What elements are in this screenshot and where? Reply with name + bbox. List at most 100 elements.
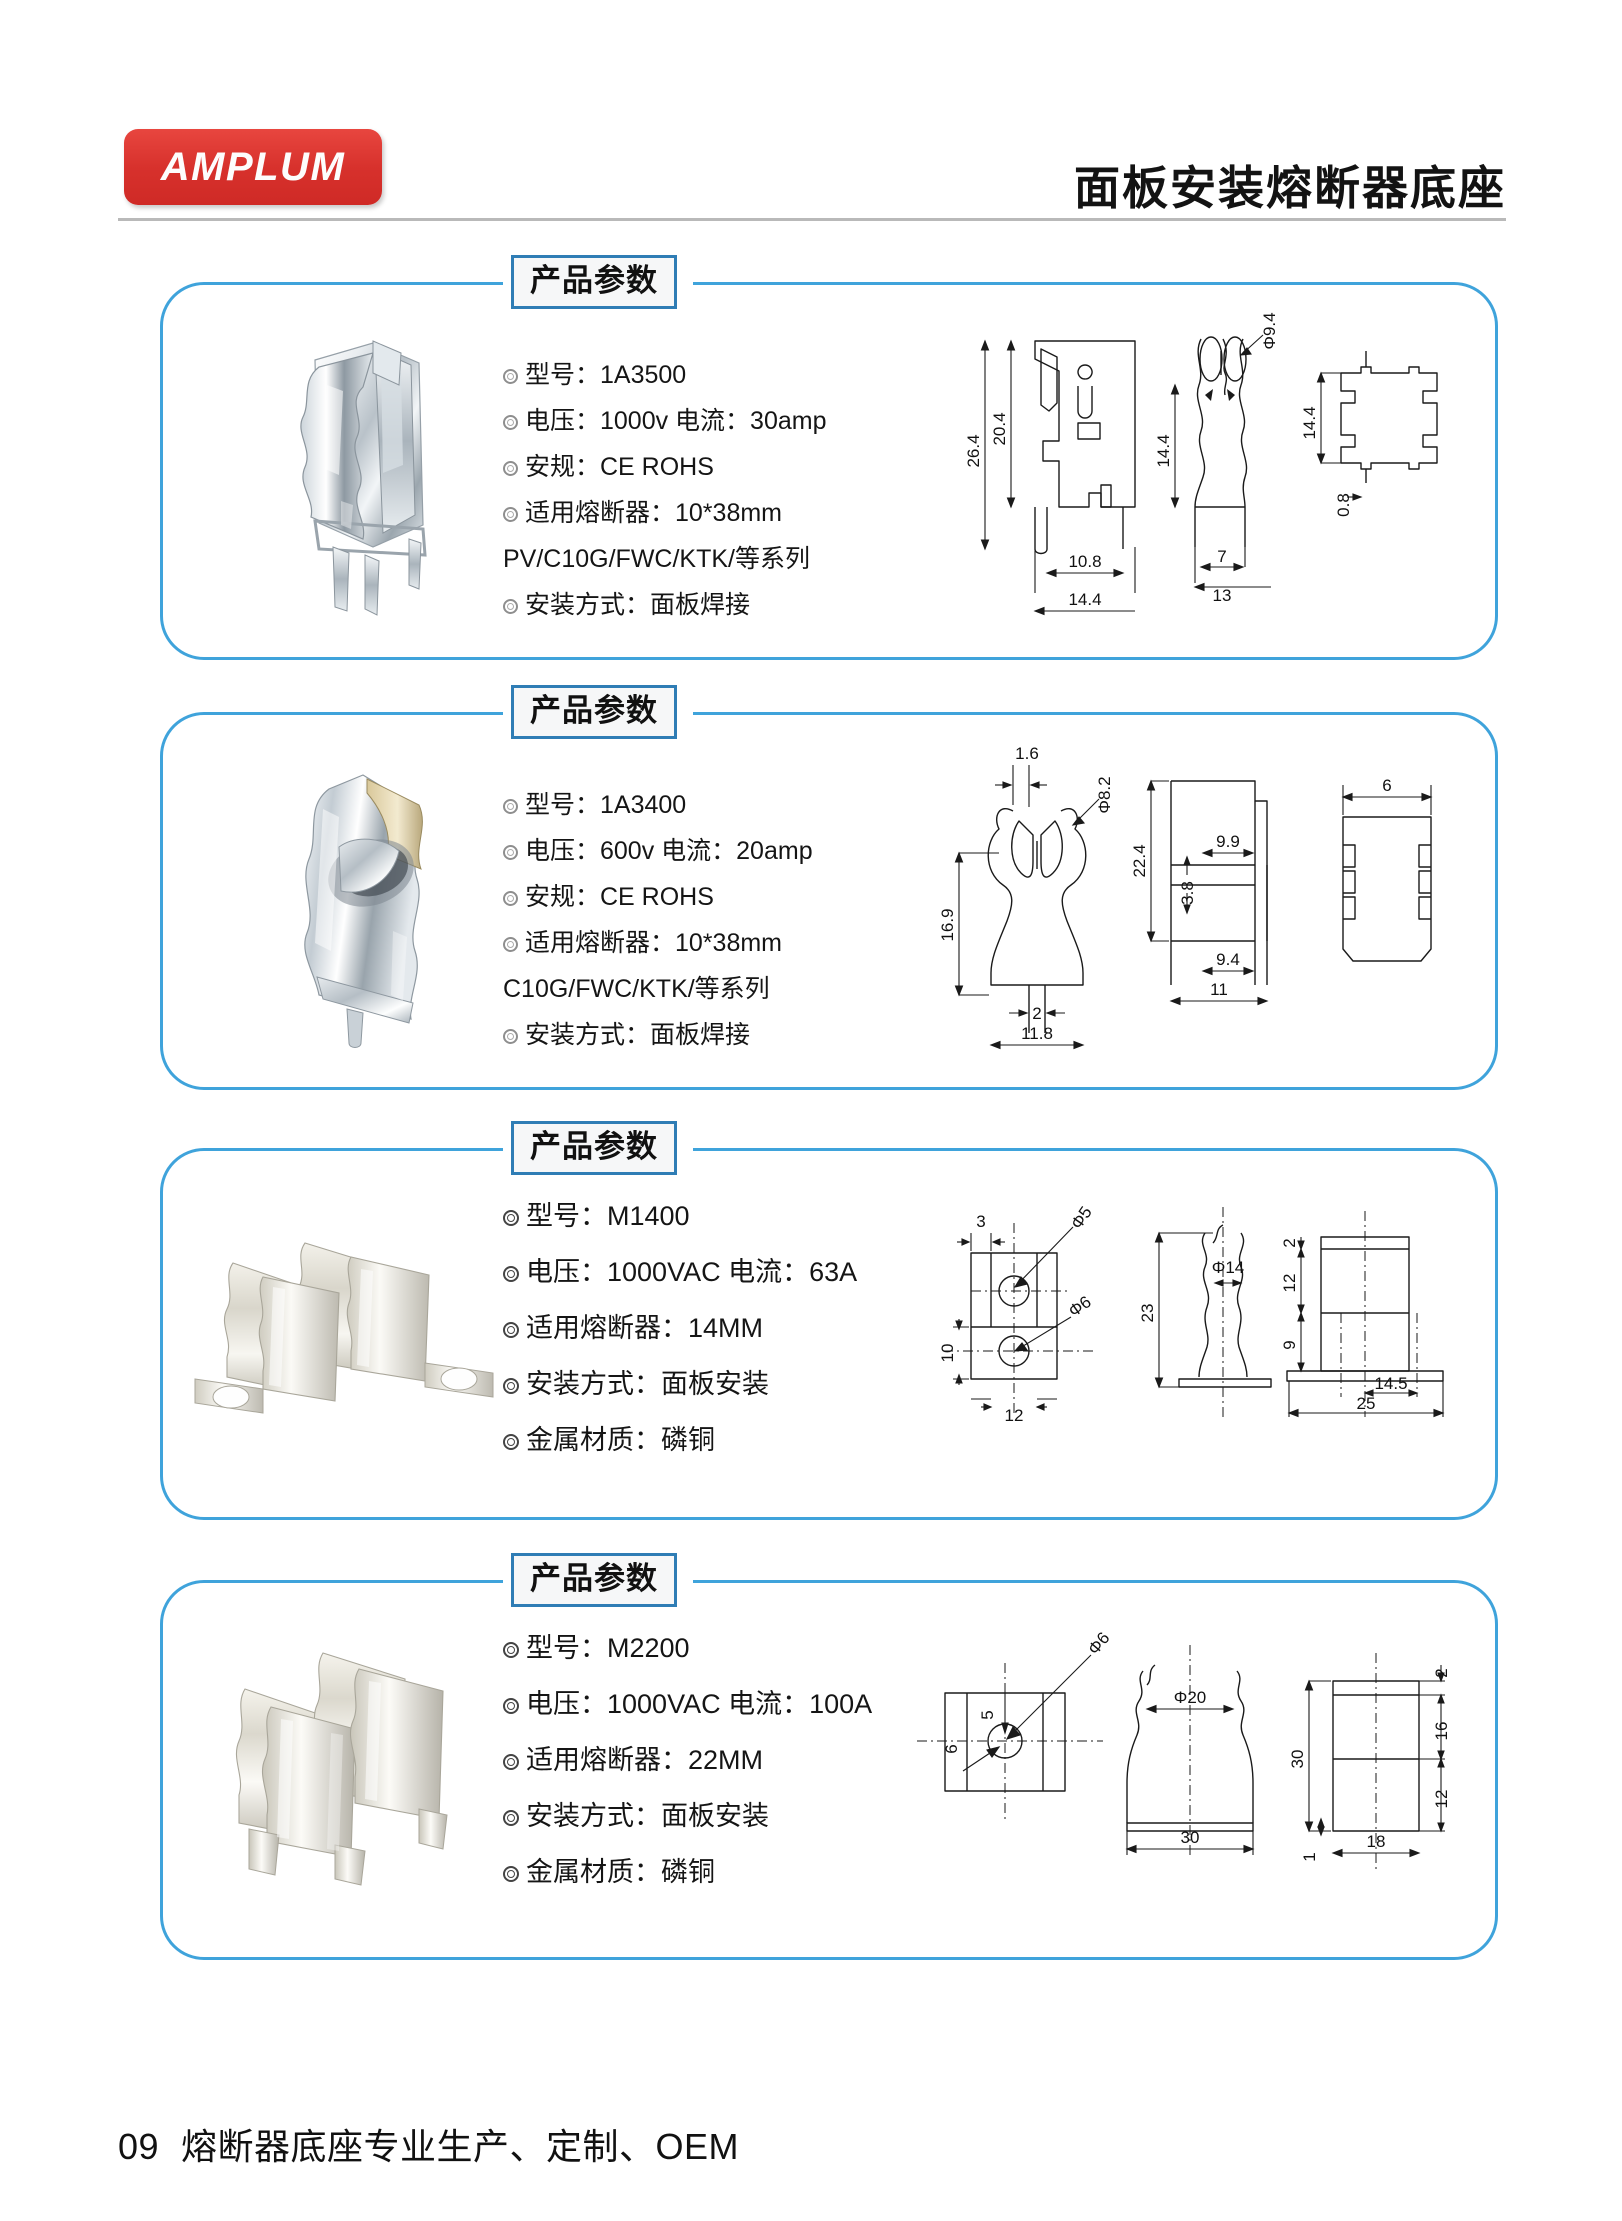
bullet-icon <box>503 415 518 430</box>
svg-text:11: 11 <box>1210 980 1228 999</box>
spec-item-continuation: PV/C10G/FWC/KTK/等系列 <box>503 545 810 573</box>
spec-item: 安装方式：面板焊接 <box>503 1023 813 1048</box>
svg-text:2: 2 <box>1280 1238 1299 1247</box>
spec-item-continuation: C10G/FWC/KTK/等系列 <box>503 975 770 1003</box>
bullet-icon <box>503 891 518 906</box>
spec-item: 安规：CE ROHS <box>503 455 827 480</box>
spec-item: 安装方式：面板安装 <box>503 1803 872 1830</box>
bullet-icon <box>503 599 518 614</box>
product-card-1A3400: 产品参数 <box>160 685 1498 1090</box>
bullet-icon <box>503 937 518 952</box>
product-card-M1400: 产品参数 型号：M1400 电压：1 <box>160 1121 1498 1520</box>
svg-text:6: 6 <box>942 1744 961 1753</box>
spec-item: 适用熔断器：22MM <box>503 1747 872 1774</box>
bullet-icon <box>503 369 518 384</box>
svg-text:14.4: 14.4 <box>1300 406 1319 439</box>
spec-item: 安规：CE ROHS <box>503 885 813 910</box>
product-params-badge: 产品参数 <box>511 255 677 309</box>
bullet-icon <box>503 1810 519 1826</box>
spec-list-1A3500: 型号：1A3500 电压：1000v 电流：30amp 安规：CE ROHS 适… <box>503 363 827 639</box>
technical-drawing-1A3500: 26.4 20.4 10.8 14.4 14.4 7 13 14.4 0.8 Φ… <box>964 312 1438 616</box>
technical-drawing-M1400: 3 10 12 Φ5 Φ6 23 Φ14 2 12 9 14.5 25 <box>938 1203 1445 1425</box>
product-photo-M1400 <box>194 1242 494 1414</box>
bullet-icon <box>503 1378 519 1394</box>
page-title: 面板安装熔断器底座 <box>1074 162 1506 214</box>
svg-text:7: 7 <box>1217 547 1226 566</box>
svg-text:16: 16 <box>1432 1722 1451 1741</box>
svg-text:9: 9 <box>1280 1340 1299 1349</box>
svg-text:Φ9.4: Φ9.4 <box>1260 312 1279 349</box>
bullet-icon <box>503 799 518 814</box>
svg-text:22.4: 22.4 <box>1130 844 1149 877</box>
svg-text:12: 12 <box>1432 1790 1451 1809</box>
svg-text:18: 18 <box>1367 1832 1386 1851</box>
svg-text:13: 13 <box>1213 586 1232 605</box>
page-header: AMPLUM 面板安装熔断器底座 <box>0 0 1622 225</box>
spec-item: 适用熔断器：10*38mm <box>503 931 813 956</box>
spec-list-1A3400: 型号：1A3400 电压：600v 电流：20amp 安规：CE ROHS 适用… <box>503 793 813 1069</box>
spec-list-M2200: 型号：M2200 电压：1000VAC 电流：100A 适用熔断器：22MM 安… <box>503 1635 872 1915</box>
spec-item: 适用熔断器：10*38mm <box>503 501 827 526</box>
spec-item: 型号：1A3400 <box>503 793 813 818</box>
bullet-icon <box>503 507 518 522</box>
svg-text:23: 23 <box>1138 1304 1157 1323</box>
svg-text:Φ20: Φ20 <box>1174 1688 1206 1707</box>
svg-text:2: 2 <box>1432 1668 1451 1677</box>
svg-text:14.4: 14.4 <box>1154 434 1173 467</box>
svg-text:10.8: 10.8 <box>1068 552 1101 571</box>
bullet-icon <box>503 1210 519 1226</box>
spec-item: 型号：M2200 <box>503 1635 872 1662</box>
svg-text:5: 5 <box>978 1710 997 1719</box>
svg-text:3.8: 3.8 <box>1178 881 1197 905</box>
product-params-badge: 产品参数 <box>511 1553 677 1607</box>
bullet-icon <box>503 1754 519 1770</box>
svg-text:12: 12 <box>1005 1406 1024 1425</box>
bullet-icon <box>503 1434 519 1450</box>
bullet-icon <box>503 1642 519 1658</box>
spec-item: 电压：600v 电流：20amp <box>503 839 813 864</box>
spec-list-M1400: 型号：M1400 电压：1000VAC 电流：63A 适用熔断器：14MM 安装… <box>503 1203 857 1483</box>
spec-item: 电压：1000VAC 电流：100A <box>503 1691 872 1718</box>
bullet-icon <box>503 1266 519 1282</box>
svg-text:0.8: 0.8 <box>1334 493 1353 517</box>
header-divider <box>118 218 1506 221</box>
svg-text:14.4: 14.4 <box>1068 590 1101 609</box>
svg-text:Φ6: Φ6 <box>1084 1629 1113 1659</box>
svg-text:30: 30 <box>1288 1750 1307 1769</box>
bullet-icon <box>503 1698 519 1714</box>
spec-item: 安装方式：面板焊接 <box>503 593 827 618</box>
spec-item: 金属材质：磷铜 <box>503 1859 872 1886</box>
product-params-badge: 产品参数 <box>511 1121 677 1175</box>
bullet-icon <box>503 1029 518 1044</box>
bullet-icon <box>503 461 518 476</box>
svg-text:30: 30 <box>1181 1828 1200 1847</box>
svg-text:1.6: 1.6 <box>1015 745 1039 763</box>
technical-drawing-M2200: Φ6 5 6 Φ20 30 30 2 16 12 18 1 <box>917 1629 1451 1871</box>
brand-logo: AMPLUM <box>124 129 382 205</box>
svg-text:3: 3 <box>976 1212 985 1231</box>
svg-text:10: 10 <box>938 1344 957 1363</box>
spec-item: 安装方式：面板安装 <box>503 1371 857 1398</box>
svg-text:16.9: 16.9 <box>938 908 957 941</box>
svg-text:20.4: 20.4 <box>990 412 1009 445</box>
product-photo-M2200 <box>235 1652 448 1886</box>
svg-text:6: 6 <box>1382 776 1391 795</box>
technical-drawing-1A3400: 1.6 Φ8.2 16.9 2 11.8 22.4 3.8 9.9 9.4 11… <box>938 745 1433 1050</box>
spec-item: 电压：1000VAC 电流：63A <box>503 1259 857 1286</box>
svg-text:9.9: 9.9 <box>1216 832 1240 851</box>
bullet-icon <box>503 1866 519 1882</box>
spec-item: 适用熔断器：14MM <box>503 1315 857 1342</box>
svg-text:14.5: 14.5 <box>1374 1374 1407 1393</box>
svg-text:Φ14: Φ14 <box>1212 1258 1244 1277</box>
svg-text:11.8: 11.8 <box>1021 1024 1053 1043</box>
svg-text:Φ6: Φ6 <box>1065 1292 1095 1321</box>
product-card-M2200: 产品参数 型号：M2200 <box>160 1553 1498 1960</box>
product-photo-1A3500 <box>300 340 427 616</box>
product-photo-1A3400 <box>304 774 423 1048</box>
spec-item: 电压：1000v 电流：30amp <box>503 409 827 434</box>
svg-text:12: 12 <box>1280 1274 1299 1293</box>
svg-text:Φ8.2: Φ8.2 <box>1095 776 1114 813</box>
svg-text:26.4: 26.4 <box>964 434 983 467</box>
svg-text:25: 25 <box>1357 1394 1376 1413</box>
